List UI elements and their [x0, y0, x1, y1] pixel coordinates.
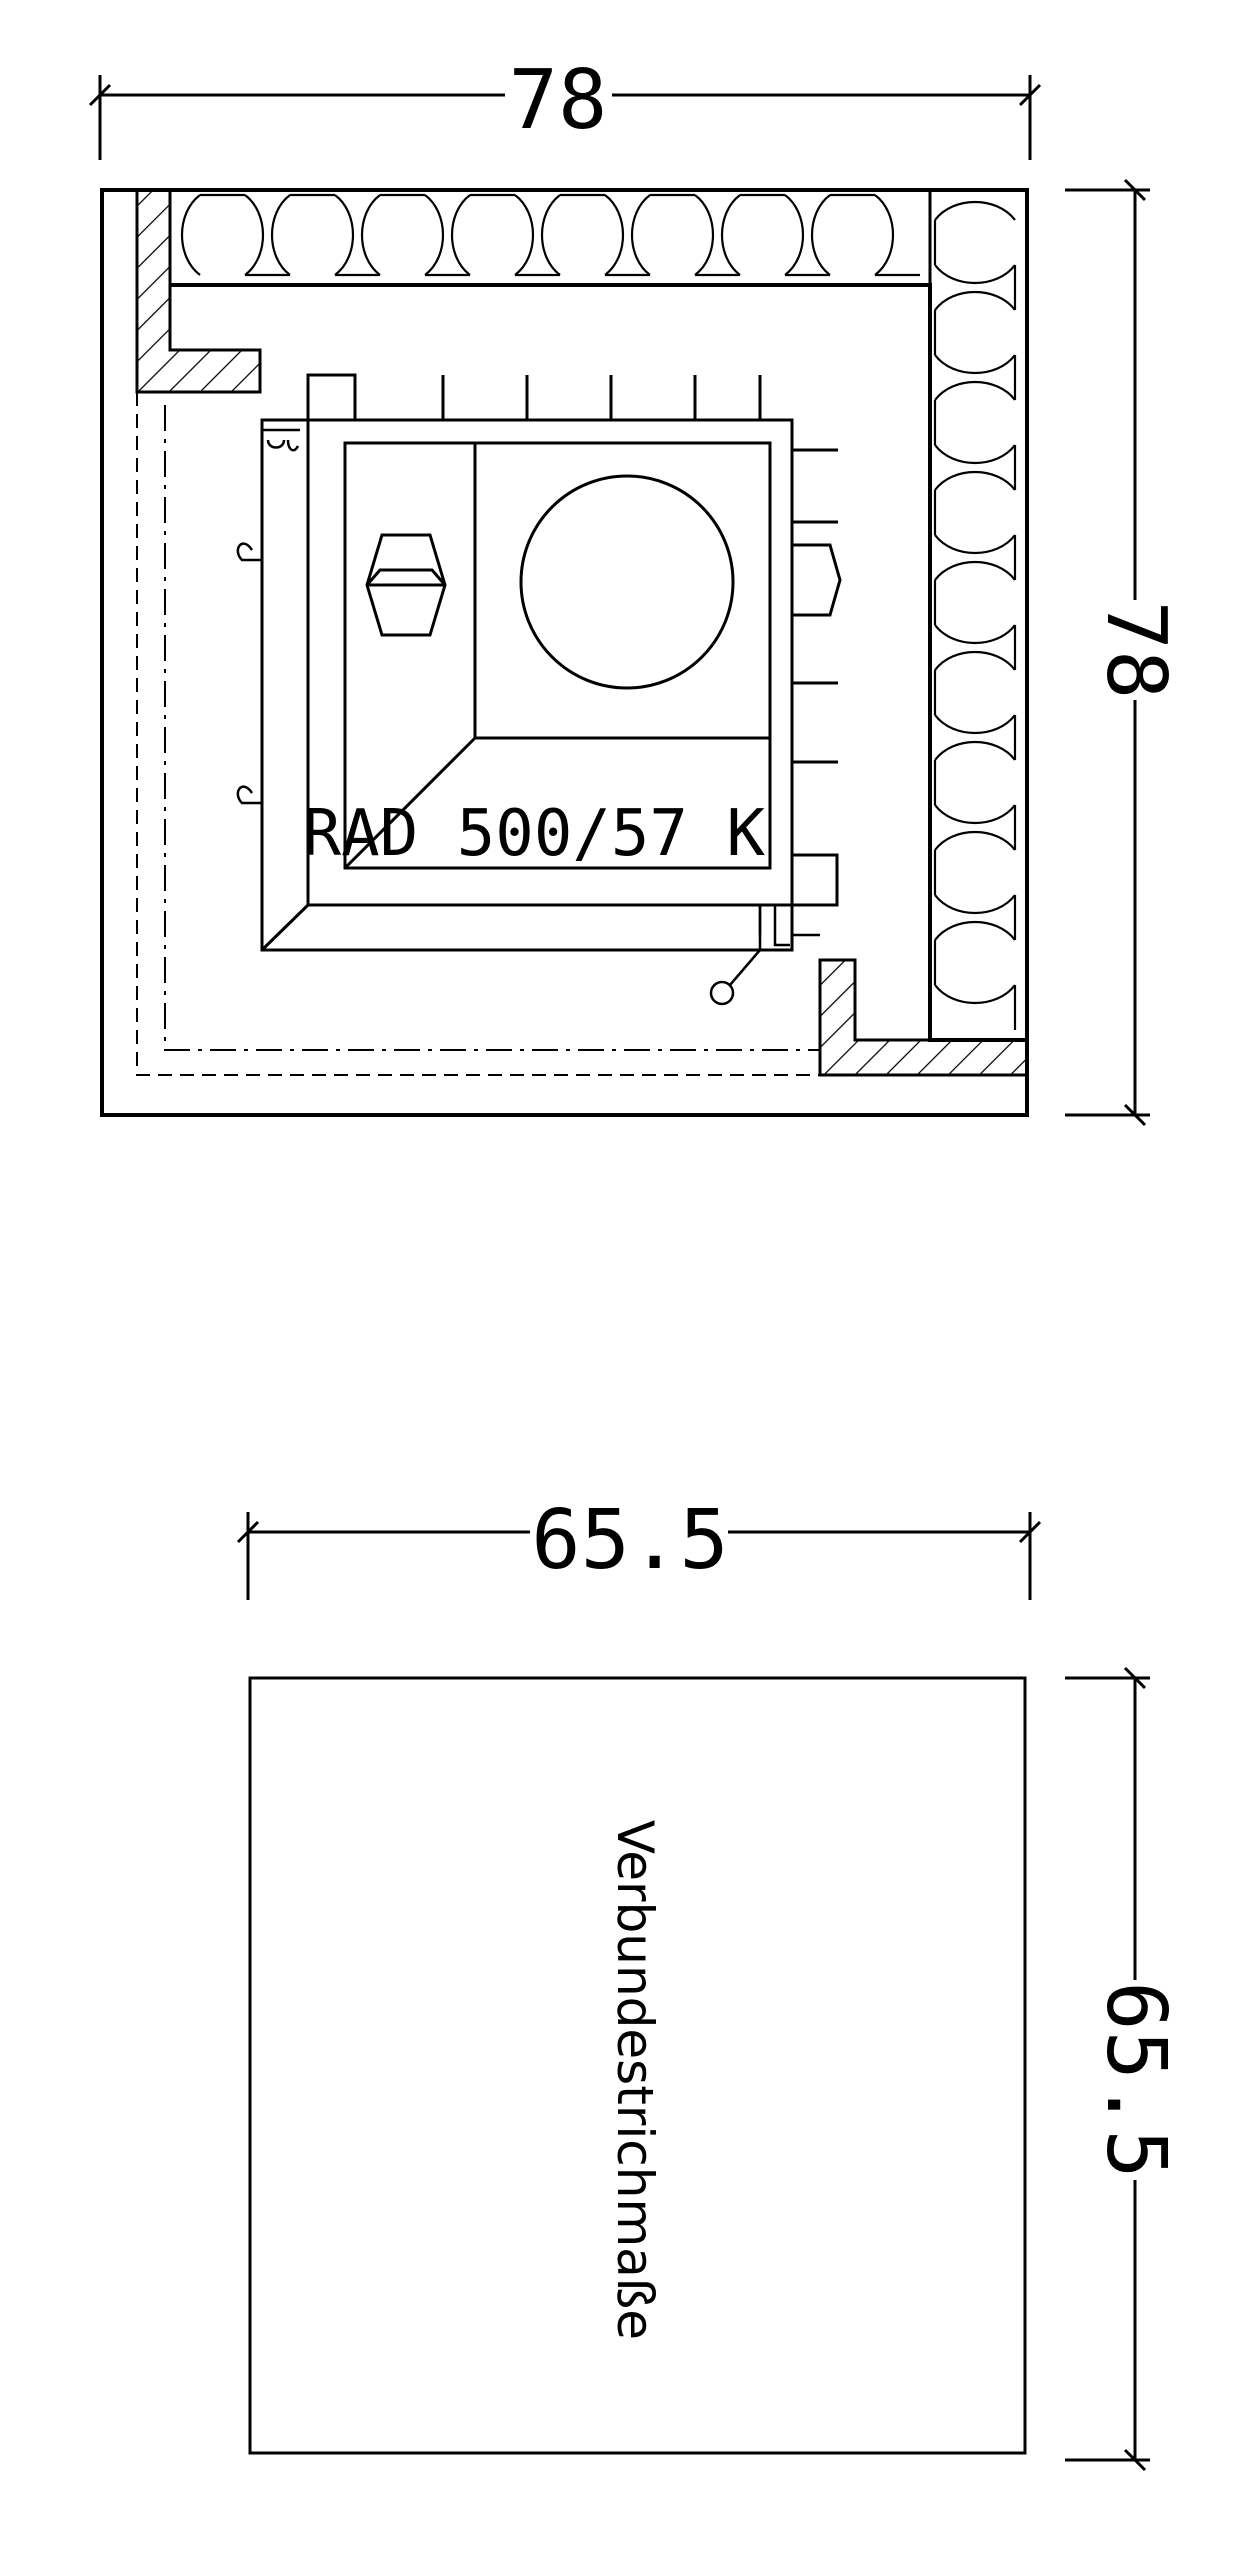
top-depth-value: 78	[1088, 601, 1183, 700]
top-width-value: 78	[509, 53, 608, 148]
hex-knob-icon	[365, 533, 447, 637]
bottom-width-value: 65.5	[531, 1493, 728, 1588]
stove-round-cover	[519, 474, 735, 690]
screed-area	[248, 1676, 1027, 2455]
bottom-depth-dimension: 65.5	[1065, 1666, 1183, 2472]
bottom-plan: 65.5 65.5 Verbundestrichmaße	[236, 1493, 1183, 2472]
dashdot-outline	[164, 405, 820, 1051]
screed-label: Verbundestrichmaße	[606, 1820, 664, 2340]
top-depth-dimension: 78	[1065, 178, 1183, 1127]
pipe-bottom-right	[758, 905, 820, 947]
lever-handle	[729, 905, 762, 986]
right-ticks	[792, 448, 838, 764]
inner-wall	[170, 283, 1027, 1042]
unit-label: RAD 500/57 K	[303, 797, 766, 871]
hook-left-upper	[236, 542, 262, 562]
top-insulation	[168, 188, 932, 287]
outer-frame	[100, 188, 1029, 1117]
top-width-dimension: 78	[88, 53, 1042, 160]
connector-box-top	[306, 373, 357, 422]
connector-box-right	[790, 853, 839, 907]
dashed-outline	[136, 392, 820, 1076]
flue-outlet	[792, 543, 842, 617]
top-ticks	[441, 375, 762, 420]
top-plan: 78 78	[88, 53, 1183, 1127]
stove-unit	[236, 373, 842, 1006]
bottom-width-dimension: 65.5	[236, 1493, 1042, 1600]
lever-knob	[709, 980, 735, 1006]
hatched-wall-bottom-right	[818, 958, 1029, 1077]
right-insulation	[928, 188, 1029, 1042]
fitting-top-left	[262, 428, 300, 452]
hook-left-lower	[236, 785, 262, 805]
hatched-wall-top-left	[135, 188, 262, 394]
bottom-depth-value: 65.5	[1088, 1981, 1183, 2178]
